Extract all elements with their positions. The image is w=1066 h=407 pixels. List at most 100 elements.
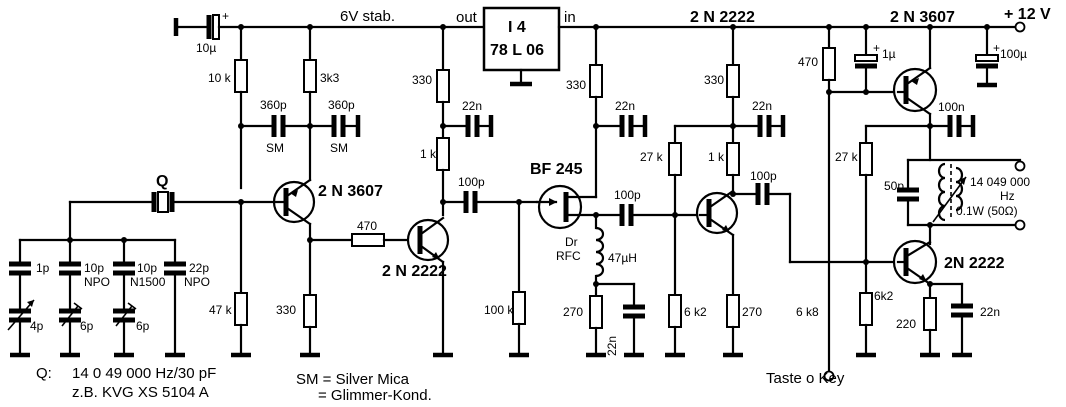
label-npo-b: NPO xyxy=(184,275,210,289)
t4-arrow xyxy=(911,78,919,85)
label-c-100p-1: 100p xyxy=(458,175,485,189)
r-330-e xyxy=(303,294,317,328)
label-c-6p-a: 6p xyxy=(80,319,94,333)
label-r-1k-1: 1 k xyxy=(420,147,437,161)
label-r-470: 470 xyxy=(357,219,377,233)
rfc-coil xyxy=(595,226,605,278)
label-c-1p: 1p xyxy=(36,261,50,275)
t3-col xyxy=(708,189,735,209)
label-r-330-fet: 330 xyxy=(566,78,586,92)
label-r-10k: 10 k xyxy=(208,71,232,85)
label-c-22n-2: 22n xyxy=(615,99,635,113)
label-r-330-e: 330 xyxy=(276,303,296,317)
node xyxy=(440,24,446,30)
out-term-top xyxy=(1014,160,1026,172)
t4-col xyxy=(905,96,932,116)
t2-col xyxy=(419,216,445,236)
label-c-22n-5: 22n xyxy=(980,305,1000,319)
r-3k3 xyxy=(303,59,317,93)
label-r-6k2-2: 6k2 xyxy=(874,289,894,303)
note-sm-def2: = Glimmer-Kond. xyxy=(318,387,432,404)
note-sm-def: SM = Silver Mica xyxy=(296,371,410,388)
r-330-top xyxy=(436,69,450,103)
r-27k-1 xyxy=(668,142,682,176)
note-q-spec: 14 0 49 000 Hz/30 pF xyxy=(72,365,216,382)
r-10k xyxy=(234,59,248,93)
label-power: 0.1W (50Ω) xyxy=(956,204,1018,218)
label-stab: 6V stab. xyxy=(340,8,395,25)
t4-em xyxy=(905,66,932,86)
label-c-10p-b: 10p xyxy=(137,261,157,275)
label-r-27k-2: 27 k xyxy=(835,150,859,164)
tank-coil xyxy=(937,162,946,222)
r-1k-1 xyxy=(436,137,450,171)
tank-secondary xyxy=(955,166,964,212)
c4p-arrow xyxy=(7,299,35,331)
label-t5: 2N 2222 xyxy=(944,255,1005,272)
key-terminal[interactable] xyxy=(823,370,835,382)
fet-body xyxy=(537,184,583,230)
r-270-s xyxy=(589,295,603,329)
label-r-220: 220 xyxy=(896,317,916,331)
label-r-470-k: 470 xyxy=(798,55,818,69)
node xyxy=(927,24,933,30)
t3-body xyxy=(695,191,739,235)
label-c-100n: 100n xyxy=(938,100,965,114)
out-term-bot xyxy=(1014,219,1026,231)
label-r-270-t3: 270 xyxy=(742,305,762,319)
label-crystal: Q xyxy=(156,173,168,190)
label-fet: BF 245 xyxy=(530,161,583,178)
node xyxy=(593,24,599,30)
c6p-trim xyxy=(61,305,79,327)
r-6k2-2 xyxy=(859,292,873,326)
c6pb-trim-t xyxy=(127,302,137,310)
node xyxy=(672,212,678,218)
r-100k xyxy=(512,291,526,325)
label-key: Taste o Key xyxy=(766,370,845,387)
label-c-50p: 50p xyxy=(884,179,904,193)
c100u-plus xyxy=(975,54,999,62)
label-freq: 14 049 000 xyxy=(970,175,1030,189)
label-r-330-top: 330 xyxy=(412,73,432,87)
node xyxy=(826,24,832,30)
label-c-100u: 100µ xyxy=(1000,47,1027,61)
c6p-trim-t xyxy=(73,302,83,310)
tune-arrow xyxy=(932,176,967,223)
label-sm-a: SM xyxy=(266,141,284,155)
label-c-22n-4: 22n xyxy=(752,99,772,113)
label-r-3k3: 3k3 xyxy=(320,71,340,85)
label-t3-top: 2 N 2222 xyxy=(690,9,755,26)
t3-arrow xyxy=(722,225,730,233)
node xyxy=(984,24,990,30)
label-r-100k: 100 k xyxy=(484,303,514,317)
t2-arrow xyxy=(432,252,440,260)
label-ind: 47µH xyxy=(608,251,637,265)
r-27k-2 xyxy=(859,142,873,176)
label-sm-b: SM xyxy=(330,141,348,155)
label-r-27k-1: 27 k xyxy=(640,150,664,164)
label-c-10u: 10µ xyxy=(196,41,216,55)
label-r-330-t3: 330 xyxy=(704,73,724,87)
c6pb-trim xyxy=(115,305,133,327)
node xyxy=(307,24,313,30)
t5-col xyxy=(905,240,932,258)
r-1k-2 xyxy=(726,142,740,176)
label-c-100p-2: 100p xyxy=(614,188,641,202)
label-c-4p: 4p xyxy=(30,319,44,333)
label-dr: Dr xyxy=(565,235,578,249)
node xyxy=(730,24,736,30)
label-reg-out: out xyxy=(456,9,478,26)
t2-body xyxy=(406,218,450,262)
t5-arrow xyxy=(919,274,927,282)
r-470 xyxy=(351,233,385,247)
r-6k2-1 xyxy=(668,294,682,328)
node xyxy=(238,24,244,30)
label-c-100p-3: 100p xyxy=(750,169,777,183)
label-hz: Hz xyxy=(1000,189,1015,203)
plus-sign: + xyxy=(873,41,880,55)
c4p-arrowhead xyxy=(27,300,34,307)
label-reg-type: 78 L 06 xyxy=(490,42,544,59)
label-t1: 2 N 3607 xyxy=(318,183,383,200)
label-t2: 2 N 2222 xyxy=(382,263,447,280)
